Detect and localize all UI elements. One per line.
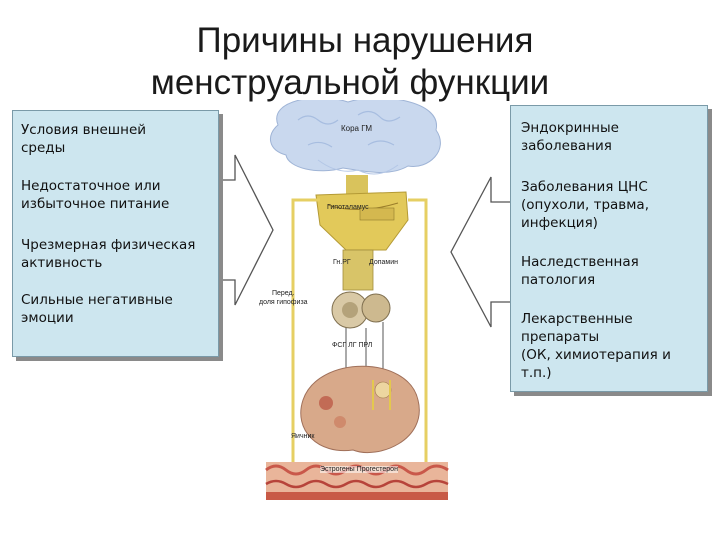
page-title: Причины нарушения менструальной функции — [0, 0, 720, 110]
hypothalamus-label: Гипоталамус — [327, 204, 369, 211]
ovary-label: Яичник — [291, 433, 315, 440]
left-item-1: Условия внешней среды — [21, 122, 147, 156]
title-line-1: Причины нарушения — [196, 21, 534, 60]
left-item-3: Чрезмерная физическая активность — [21, 237, 196, 271]
left-item-2: Недостаточное или избыточное питание — [21, 178, 170, 212]
right-item-3: Наследственная патология — [521, 254, 639, 288]
grh-label: Гн.РГ — [333, 259, 351, 266]
left-item-4: Сильные негативные эмоции — [21, 292, 173, 326]
pituitary-image — [331, 249, 391, 329]
title-line-2: менструальной функции — [150, 63, 550, 102]
brain-image — [270, 100, 441, 175]
right-arrow — [450, 176, 512, 328]
ovary-image — [300, 365, 420, 454]
dopamine-label: Допамин — [369, 259, 398, 266]
hypothalamus-image — [315, 175, 409, 251]
steroids-label: Эстрогены Прогестерон — [320, 466, 398, 473]
cortex-label: Кора ГМ — [341, 124, 373, 133]
right-item-1: Эндокринные заболевания — [521, 120, 619, 154]
internal-causes-box: Эндокринные заболевания Заболевания ЦНС … — [510, 105, 708, 392]
right-item-4: Лекарственные препараты (ОК, химиотерапи… — [521, 311, 671, 381]
hormones-label: ФСГ ЛГ ПРЛ — [332, 342, 373, 349]
external-conditions-box: Условия внешней среды Недостаточное или … — [12, 110, 219, 357]
feedback-lines — [291, 198, 428, 472]
right-item-2: Заболевания ЦНС (опухоли, травма, инфекц… — [521, 179, 649, 231]
pituitary-label: Перед. доля гипофиза — [259, 290, 308, 306]
